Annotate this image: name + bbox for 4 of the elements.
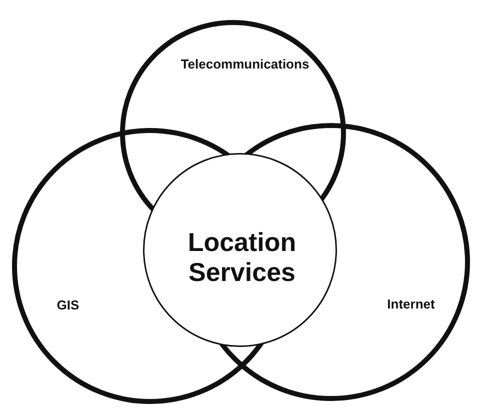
circle-label: GIS	[56, 298, 80, 314]
circle-label: Telecommunications	[180, 58, 310, 72]
circle-label: Internet	[387, 298, 435, 312]
circle-label: Location Services	[186, 228, 298, 288]
